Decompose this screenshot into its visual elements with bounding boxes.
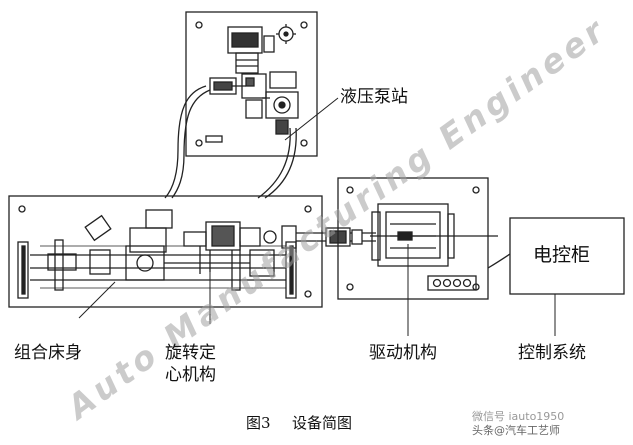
- combined-bed: [8, 195, 323, 308]
- label-hydraulic-pump-station: 液压泵站: [340, 87, 408, 107]
- drive-mechanism: [337, 177, 511, 300]
- label-centering-line2: 心机构: [165, 365, 216, 385]
- credit-toutiao: 头条@汽车工艺师: [472, 424, 560, 437]
- figure-title: 设备简图: [292, 414, 353, 432]
- label-drive-mechanism: 驱动机构: [369, 343, 437, 363]
- hydraulic-pump-station: [164, 11, 318, 199]
- credit-wechat: 微信号 iauto1950: [472, 410, 565, 423]
- leader-lines: [78, 97, 556, 336]
- electric-control-cabinet: [509, 217, 625, 295]
- figure-number: 图3: [246, 414, 271, 432]
- label-control-system: 控制系统: [518, 343, 586, 363]
- label-centering-line1: 旋转定: [165, 343, 216, 363]
- source-credit: 微信号 iauto1950 头条@汽车工艺师: [472, 410, 630, 438]
- label-combined-bed: 组合床身: [14, 343, 82, 363]
- label-electric-cabinet: 电控柜: [533, 244, 591, 266]
